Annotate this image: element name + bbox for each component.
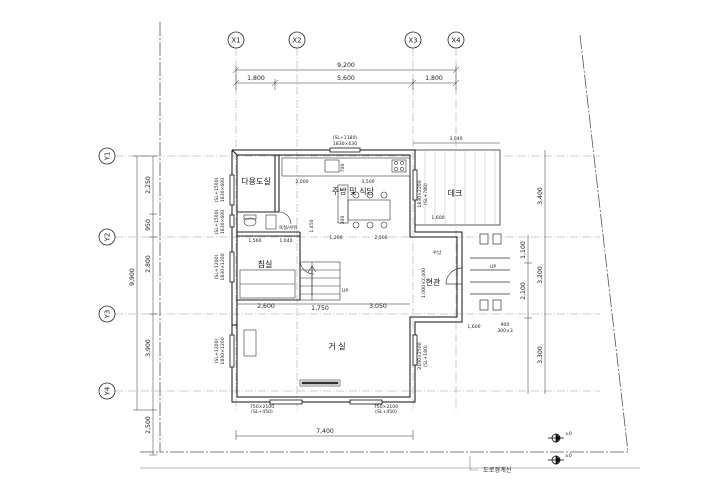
room-bedroom: 침실	[258, 259, 273, 269]
win-live-b: 1830×1200	[220, 337, 226, 364]
bath-label: 욕실/샤워	[279, 224, 297, 231]
dim-right-v2: 3,200	[537, 266, 544, 284]
room-living: 거 실	[328, 341, 345, 351]
grid-label-x3: X3	[408, 37, 417, 45]
road-boundary	[140, 456, 640, 471]
dim-k7: 1,560	[248, 238, 261, 244]
interior-stair	[299, 261, 341, 301]
dim-k8: 1,040	[279, 238, 292, 244]
dim-top-seg3: 1,800	[425, 75, 443, 82]
level-1: ±0	[565, 431, 572, 437]
win-bed-b: 1830×1200	[220, 253, 226, 280]
grid-label-x2: X2	[292, 37, 301, 45]
site-boundary	[140, 22, 629, 453]
road-line-label: 도로경계선	[483, 466, 512, 474]
exterior-stairs	[470, 233, 510, 311]
grid-label-x4: X4	[451, 37, 461, 45]
bedroom-closet	[239, 259, 315, 299]
dim-k12: 1,600	[431, 215, 444, 221]
win-util-a: (SL+1500)	[214, 177, 220, 202]
win-bottom1-b: (SL+450)	[251, 409, 273, 415]
dim-lines-bottom	[235, 430, 414, 440]
interior-stair-up: UP	[342, 288, 348, 294]
grid-label-y2: Y2	[104, 233, 112, 243]
win-bed-a: (SL+1200)	[214, 254, 220, 279]
dim-left-seg1: 2,250	[145, 176, 152, 194]
level-2: ±0	[565, 453, 572, 459]
dim-top-seg2: 5,600	[337, 75, 355, 82]
interior-walls	[232, 155, 410, 326]
dim-top-seg1: 1,800	[247, 75, 265, 82]
grid-bubbles-x	[227, 31, 465, 49]
win-bath-b: 1830×600	[220, 210, 226, 234]
dim-right-v1: 1,100	[520, 241, 527, 259]
dim-right-deck-v: 3,400	[537, 187, 544, 205]
dim-right-v3: 2,100	[520, 282, 527, 300]
dim-lines-top	[232, 66, 460, 90]
bathroom-fixtures	[243, 211, 292, 230]
door-entrance: 1,000×2,400	[421, 268, 427, 298]
dim-lines-right	[413, 142, 546, 394]
dim-bottom-total: 7,400	[316, 428, 334, 435]
dim-right-deck: 3,040	[449, 136, 462, 142]
dim-right-v4: 3,300	[537, 346, 544, 364]
dim-l3: 3,050	[369, 303, 387, 310]
win-bottom2-b: (SL+450)	[375, 409, 397, 415]
grid-label-y4: Y4	[104, 386, 112, 396]
win-right-b: (SL+180)	[423, 345, 429, 367]
dim-e1: 1,600	[467, 324, 480, 330]
dim-k10: 300	[340, 216, 346, 225]
dim-left-total: 9,900	[129, 268, 136, 286]
dim-k9: 1,450	[309, 219, 315, 232]
dim-l2: 1,750	[311, 305, 329, 312]
dim-lines-left	[133, 155, 157, 456]
grid-label-x1: X1	[231, 37, 240, 45]
ext-stair-up: UP	[490, 264, 496, 270]
dim-e2: 900	[501, 322, 510, 328]
win-bath-a: (SL+1500)	[214, 209, 220, 234]
dim-k1: 2,000	[295, 179, 308, 185]
kitchen-counter	[281, 157, 411, 229]
room-utility: 다용도실	[241, 176, 270, 186]
dim-top-total: 9,200	[337, 62, 355, 69]
living-furniture	[243, 329, 341, 387]
win-util-b: 1830×600	[220, 178, 226, 202]
dim-k2: 3,500	[361, 179, 374, 185]
entrance-door	[445, 267, 463, 285]
dim-k6: 2,500	[374, 235, 387, 241]
deck-area	[414, 149, 501, 226]
room-foyer-small: 수납	[433, 249, 442, 256]
dim-l1: 2,600	[257, 303, 275, 310]
dim-e3: 300×3	[497, 328, 513, 334]
win-live-a: (SL+1200)	[214, 338, 220, 363]
win-kitchen-a: (SL+1180)	[333, 135, 358, 141]
win-deck-b: (SL+780)	[423, 183, 429, 205]
windows	[229, 147, 418, 405]
room-deck: 데크	[448, 189, 463, 198]
room-entrance: 현관	[426, 277, 441, 287]
win-bottom2-a: 750×2100	[374, 404, 398, 410]
room-kitchen: 주방 및 식당	[332, 186, 375, 196]
win-kitchen-b: 1830×630	[333, 141, 357, 147]
dim-left-seg4: 3,900	[145, 339, 152, 357]
grid-lines	[115, 48, 600, 410]
grid-label-y1: Y1	[104, 152, 112, 162]
dim-left-seg5: 2,500	[145, 416, 152, 434]
win-bottom1-a: 750×2100	[250, 404, 274, 410]
win-right-a: 2100×2500	[417, 342, 423, 369]
dim-k3: 700	[340, 164, 346, 173]
dim-left-seg2: 950	[145, 219, 152, 231]
dim-left-seg3: 2,800	[145, 255, 152, 273]
dim-k5: 1,200	[329, 235, 342, 241]
level-symbols	[548, 433, 564, 465]
grid-label-y3: Y3	[104, 310, 112, 320]
grid-bubbles-y	[98, 147, 116, 400]
win-deck-a: 1830×2200	[417, 180, 423, 207]
